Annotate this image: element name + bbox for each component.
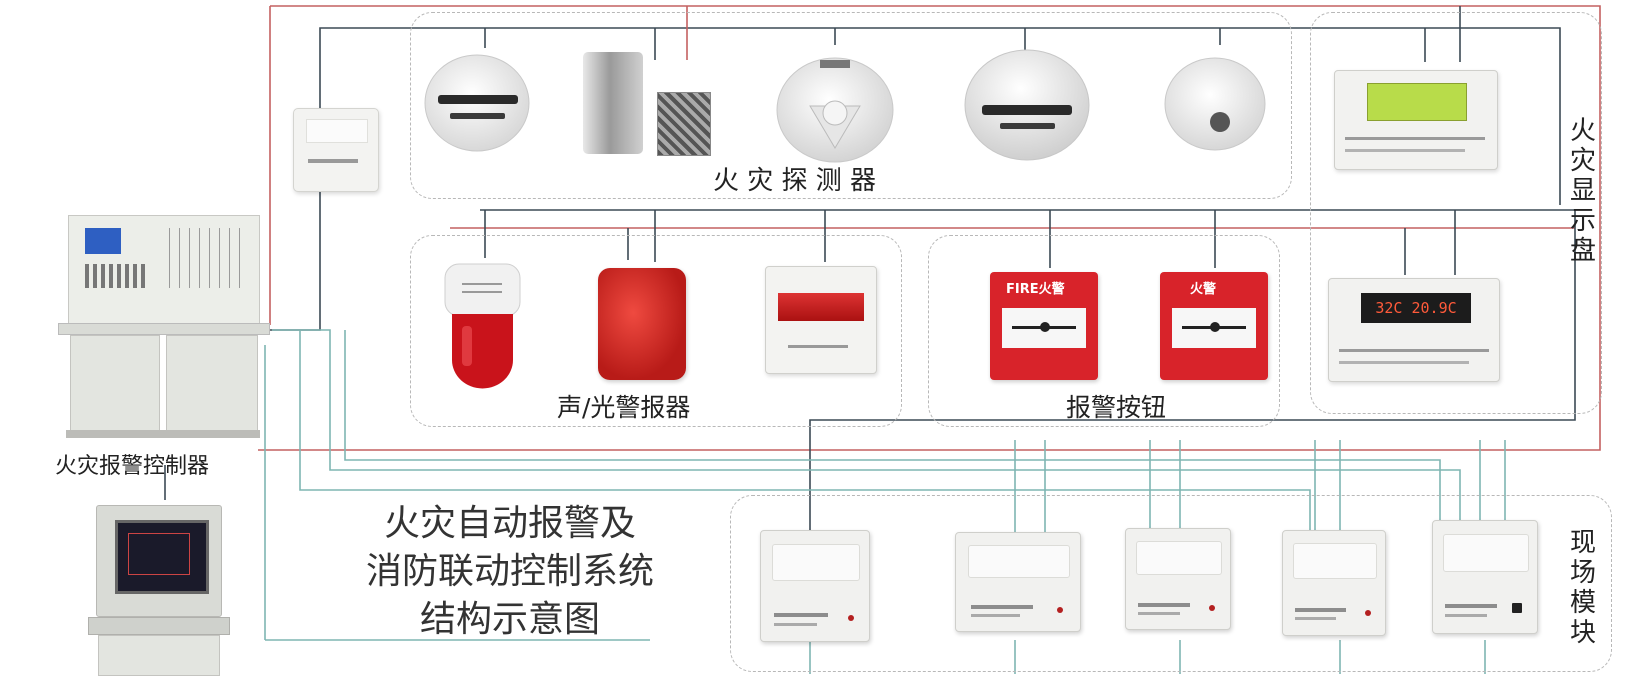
smoke-detector-1-icon (424, 54, 530, 152)
title-line-2: 消防联动控制系统 (365, 551, 654, 592)
display-panel-group (1310, 12, 1602, 414)
sound-light-alarm-2-device (598, 268, 686, 380)
field-module-5 (1432, 520, 1538, 634)
wall-switch-device (293, 108, 379, 192)
dark-bus-left (270, 175, 321, 331)
button-2-window (1172, 308, 1256, 348)
field-module-group (730, 495, 1612, 672)
beam-detector-device (583, 52, 643, 154)
button-1-window (1002, 308, 1086, 348)
title-line-1: 火灾自动报警及 (383, 503, 636, 544)
controller-label: 火灾报警控制器 (55, 454, 210, 479)
teal-bus-1 (272, 329, 1461, 530)
red-bus-top (258, 5, 1601, 451)
field-module-4 (1282, 530, 1386, 636)
detector-group (410, 12, 1292, 199)
manual-alarm-button-1: FIRE火警 (990, 272, 1098, 380)
beam-reflector-device (657, 92, 711, 156)
diagram-title: 火灾自动报警及 消防联动控制系统 结构示意图 (345, 500, 675, 644)
sound-light-label: 声/光警报器 (557, 393, 691, 422)
alarm-button-label: 报警按钮 (1066, 393, 1167, 422)
sound-light-group (410, 235, 902, 427)
button-1-label: FIRE火警 (1006, 282, 1065, 297)
button-2-label: 火警 (1190, 282, 1217, 297)
heat-detector-icon (776, 57, 894, 163)
dark-bus-mid (480, 209, 1576, 530)
field-module-3 (1125, 528, 1231, 630)
sound-light-alarm-1-icon (444, 263, 521, 389)
teal-bus-3 (264, 345, 650, 641)
dark-bus-top (319, 27, 1561, 205)
led-readout-text: 32C 20.9C (1375, 299, 1457, 317)
led-readout: 32C 20.9C (1361, 293, 1471, 323)
monitoring-computer (88, 505, 230, 676)
detector-label: 火 灾 探 测 器 (713, 166, 877, 196)
fire-display-panel-1 (1334, 70, 1498, 170)
teal-bus-4 (344, 330, 1441, 520)
display-panel-label: 火灾显示盘 (1569, 116, 1596, 266)
field-module-label: 现场模块 (1569, 528, 1596, 648)
field-module-2 (955, 532, 1081, 632)
field-module-1 (760, 530, 870, 642)
manual-alarm-button-2: 火警 (1160, 272, 1268, 380)
computer-screen (115, 520, 209, 594)
sound-light-alarm-3-device (765, 266, 877, 374)
smoke-detector-2-icon (964, 49, 1090, 161)
flame-detector-icon (1164, 57, 1266, 151)
fire-display-panel-2: 32C 20.9C (1328, 278, 1500, 382)
controller-screen (85, 228, 121, 254)
title-line-3: 结构示意图 (419, 599, 600, 640)
lcd-screen (1367, 83, 1467, 121)
teal-bus-2 (299, 330, 1311, 530)
fire-alarm-controller (58, 210, 270, 445)
alarm-button-group (928, 235, 1280, 427)
